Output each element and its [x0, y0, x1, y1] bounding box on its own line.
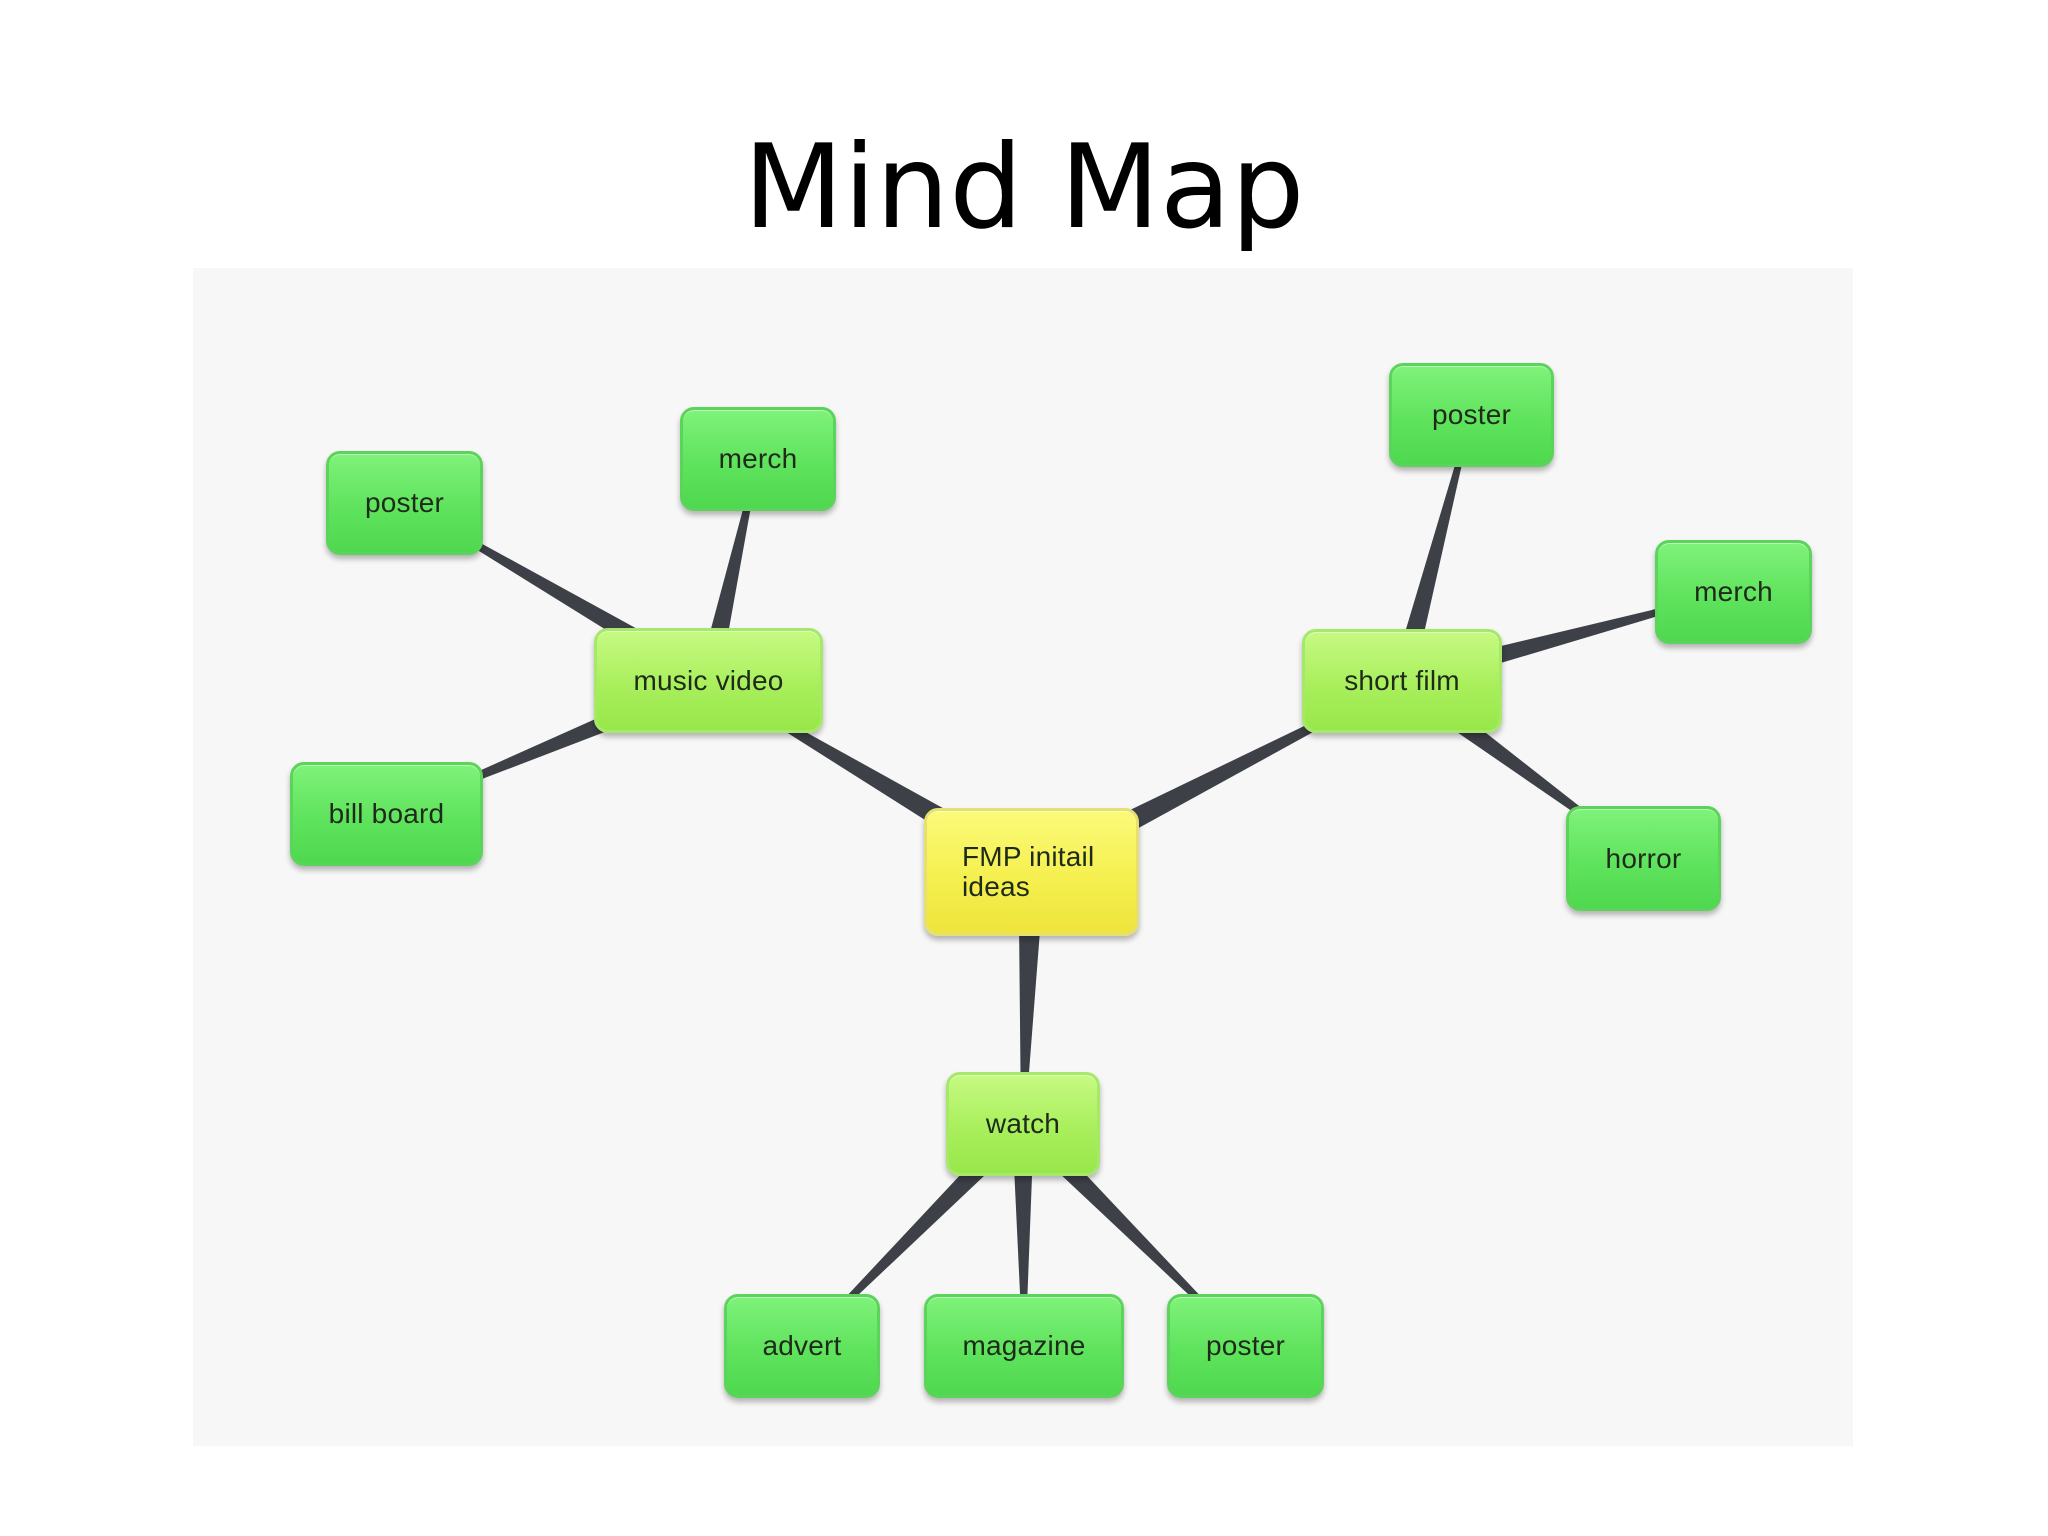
leaf-label: advert	[762, 1330, 842, 1361]
mind-map-panel: FMP initail ideas music video short film…	[193, 268, 1853, 1446]
leaf-node-magazine[interactable]: magazine	[924, 1294, 1124, 1398]
leaf-label: poster	[1431, 399, 1512, 430]
branch-label: watch	[985, 1108, 1061, 1139]
leaf-node-poster[interactable]: poster	[1389, 363, 1554, 467]
slide-title: Mind Map	[743, 120, 1305, 255]
branch-node-music-video[interactable]: music video	[594, 628, 823, 733]
leaf-label: horror	[1605, 842, 1682, 874]
leaf-label: bill board	[328, 798, 445, 829]
leaf-node-poster[interactable]: poster	[1167, 1294, 1324, 1398]
leaf-label: magazine	[962, 1330, 1086, 1361]
branch-node-short-film[interactable]: short film	[1302, 629, 1502, 733]
central-topic-node[interactable]: FMP initail ideas	[924, 808, 1139, 936]
branch-node-watch[interactable]: watch	[946, 1072, 1100, 1176]
leaf-node-bill-board[interactable]: bill board	[290, 762, 483, 866]
leaf-node-merch[interactable]: merch	[680, 407, 836, 511]
leaf-node-horror[interactable]: horror	[1566, 806, 1721, 911]
branch-label: short film	[1344, 665, 1460, 696]
connector-music-video-to-mv-merch	[697, 458, 760, 683]
connector-watch-to-w-magazine	[1012, 1123, 1034, 1347]
branch-label: music video	[633, 664, 784, 696]
leaf-node-merch[interactable]: merch	[1655, 540, 1812, 644]
leaf-label: merch	[718, 443, 798, 474]
leaf-node-advert[interactable]: advert	[724, 1294, 880, 1398]
leaf-label: poster	[1205, 1330, 1286, 1361]
connector-short-film-to-sf-poster	[1391, 414, 1473, 684]
central-topic-label: FMP initail ideas	[962, 841, 1095, 902]
leaf-node-poster[interactable]: poster	[326, 451, 483, 555]
leaf-label: poster	[364, 487, 445, 518]
leaf-label: merch	[1694, 576, 1773, 607]
